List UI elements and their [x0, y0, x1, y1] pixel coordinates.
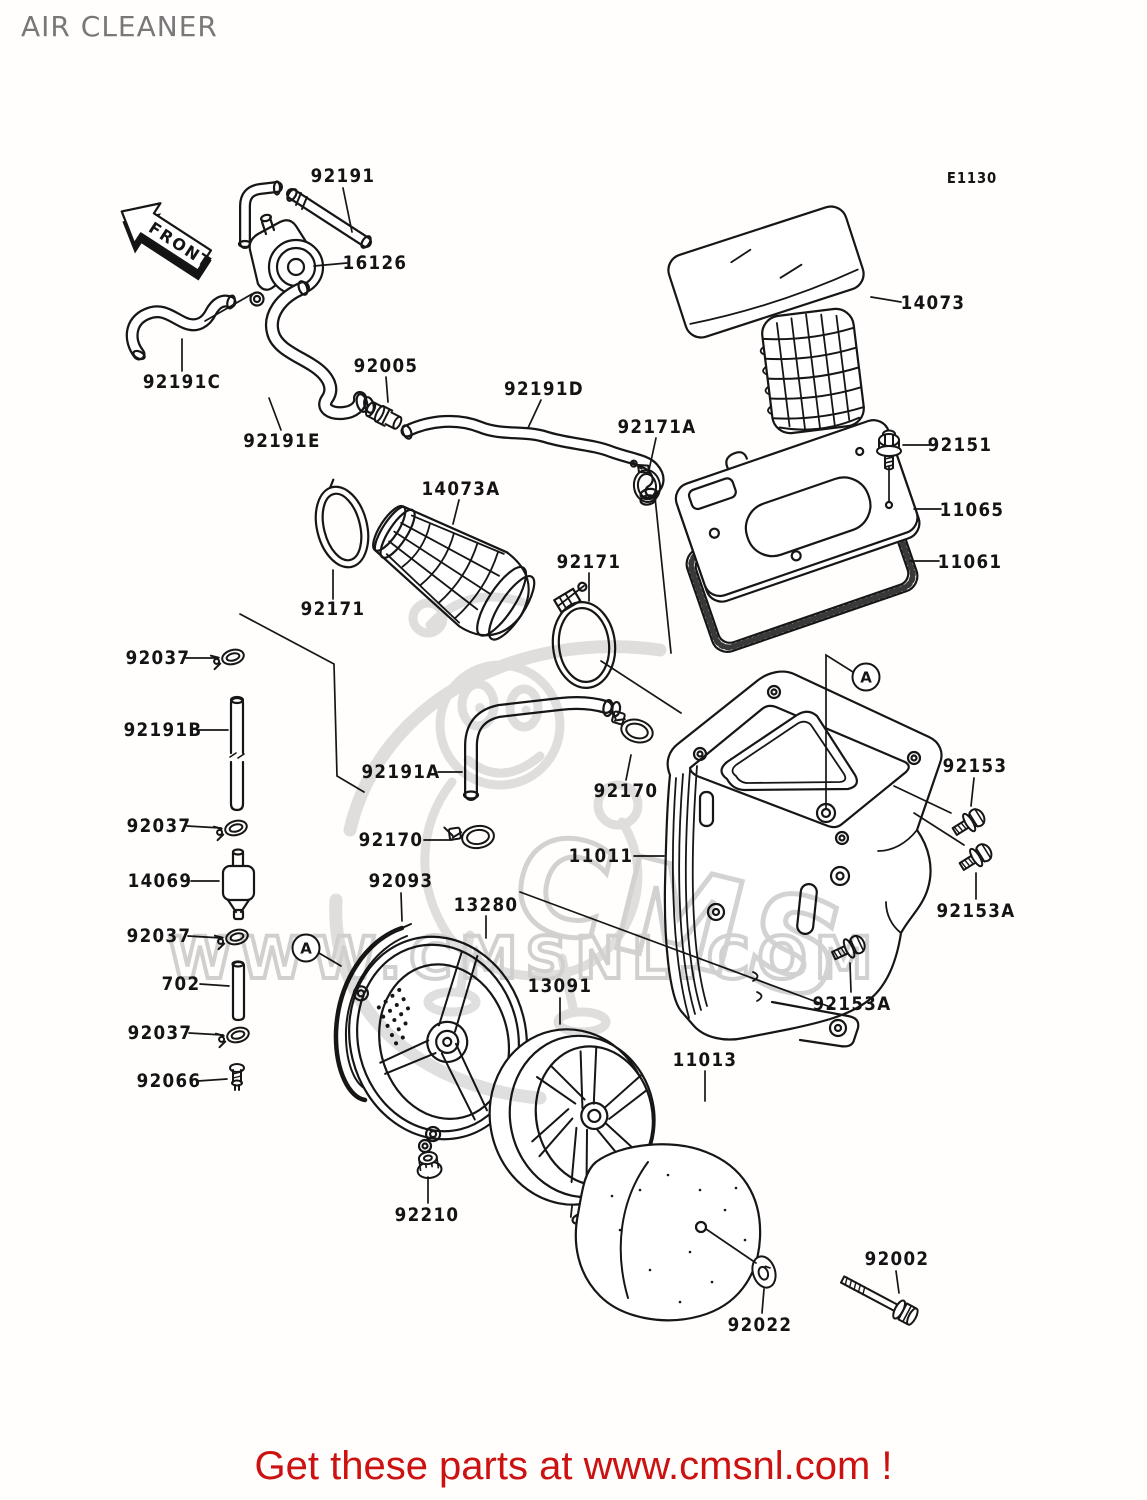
leader-lines	[181, 187, 977, 1314]
part-92093-seal	[333, 923, 412, 1103]
part-92171-clamp-mid	[551, 581, 617, 689]
part-92171A-clamp	[629, 459, 662, 503]
part-11013-element	[574, 1143, 762, 1322]
part-92037-clamp-1	[209, 648, 245, 671]
part-92170-clamp-lower	[443, 824, 495, 850]
cover-vent-mesh	[376, 987, 410, 1046]
part-14073-resonator	[667, 205, 865, 435]
part-14069-breather	[221, 848, 256, 921]
part-16126-valve	[248, 213, 325, 307]
part-92022-washer	[751, 1255, 777, 1289]
part-92191A-hose	[462, 696, 622, 801]
promo-banner: Get these parts at www.cmsnl.com !	[254, 1444, 893, 1488]
part-92066-plug	[229, 1063, 245, 1091]
part-702-tube	[231, 960, 246, 1022]
part-92151-bolt	[876, 429, 902, 471]
part-92191C-hose	[125, 294, 237, 361]
cover-bolt-hole	[884, 500, 894, 510]
part-11011-case	[663, 670, 943, 1048]
part-92037-clamp-4	[214, 1026, 250, 1049]
part-92153-bolt	[951, 808, 986, 836]
part-92153A-bolt-upper	[958, 843, 993, 871]
watermark-url-text: WWW.CMSNL.COM	[168, 924, 880, 992]
part-92002-bolt	[839, 1275, 919, 1326]
front-arrow: FRONT	[120, 202, 215, 281]
part-92191D-hose	[400, 414, 665, 506]
part-92210-nut	[416, 1151, 443, 1180]
part-92191E-hose	[264, 280, 375, 421]
part-92171-clamp-left	[314, 478, 370, 569]
part-92005-fitting	[365, 401, 403, 430]
part-92037-clamp-2	[212, 819, 248, 842]
part-92170-clamp-upper	[610, 707, 654, 744]
part-14073A-duct	[372, 504, 536, 641]
cover-stud	[417, 1138, 433, 1154]
page-title: AIR CLEANER	[21, 10, 218, 43]
part-92153A-bolt-lower	[830, 934, 866, 961]
part-92191B-tube	[229, 695, 245, 812]
part-11065-cover	[674, 419, 921, 603]
part-92191-hose	[237, 180, 372, 249]
